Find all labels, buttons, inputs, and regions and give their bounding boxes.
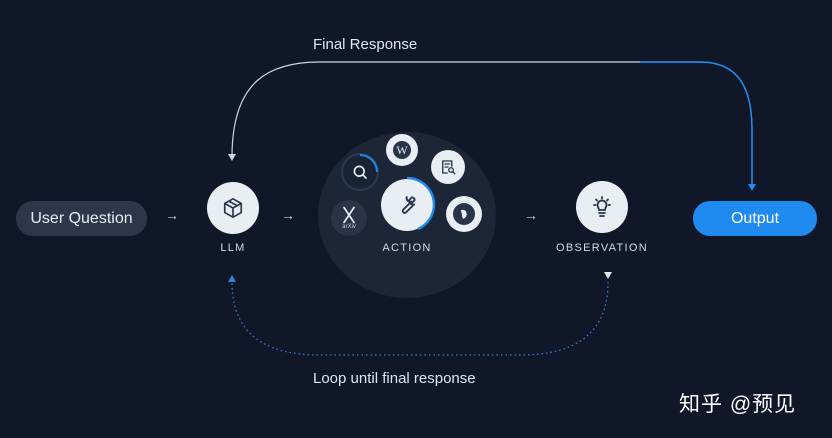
search-tool: [343, 154, 378, 189]
arxiv-icon: [343, 206, 355, 224]
action-caption: ACTION: [382, 242, 432, 254]
cube-icon: [223, 198, 243, 218]
final-response-path: [231, 61, 753, 186]
search-icon: [359, 154, 378, 173]
action-progress-ring: [406, 176, 436, 231]
output-pill: Output: [693, 201, 817, 236]
user-question-pill: User Question: [16, 201, 147, 236]
watermark: 知乎 @预见: [679, 393, 797, 416]
wrench-icon: [401, 196, 416, 214]
final-response-arrowhead-out: [748, 184, 756, 191]
arrow-to-llm: →: [165, 207, 179, 223]
action-node: [381, 176, 436, 231]
document-search-icon: [442, 160, 456, 175]
observation-node: [576, 181, 628, 233]
loop-path: [231, 281, 609, 356]
llm-caption: LLM: [220, 242, 246, 254]
loop-label: Loop until final response: [313, 370, 476, 387]
arxiv-tool: arXiv: [331, 200, 367, 236]
document-search-tool: [431, 150, 465, 184]
loop-arrowhead-in: [228, 275, 236, 282]
loop-arrowhead-out: [604, 272, 612, 279]
arxiv-label: arXiv: [342, 224, 356, 230]
lightbulb-icon: [593, 196, 611, 217]
final-response-label: Final Response: [313, 36, 418, 53]
duckduckgo-tool: [446, 196, 482, 232]
observation-caption: OBSERVATION: [556, 242, 648, 254]
arrow-to-observation: →: [524, 207, 538, 223]
arrow-to-action: →: [281, 207, 295, 223]
llm-node: [207, 182, 259, 234]
duckduckgo-icon: [453, 203, 475, 225]
wikipedia-tool: W: [386, 134, 418, 166]
final-response-arrowhead-in: [228, 154, 236, 161]
wikipedia-icon: W: [393, 141, 411, 159]
final-response-path-accent: [640, 61, 753, 186]
